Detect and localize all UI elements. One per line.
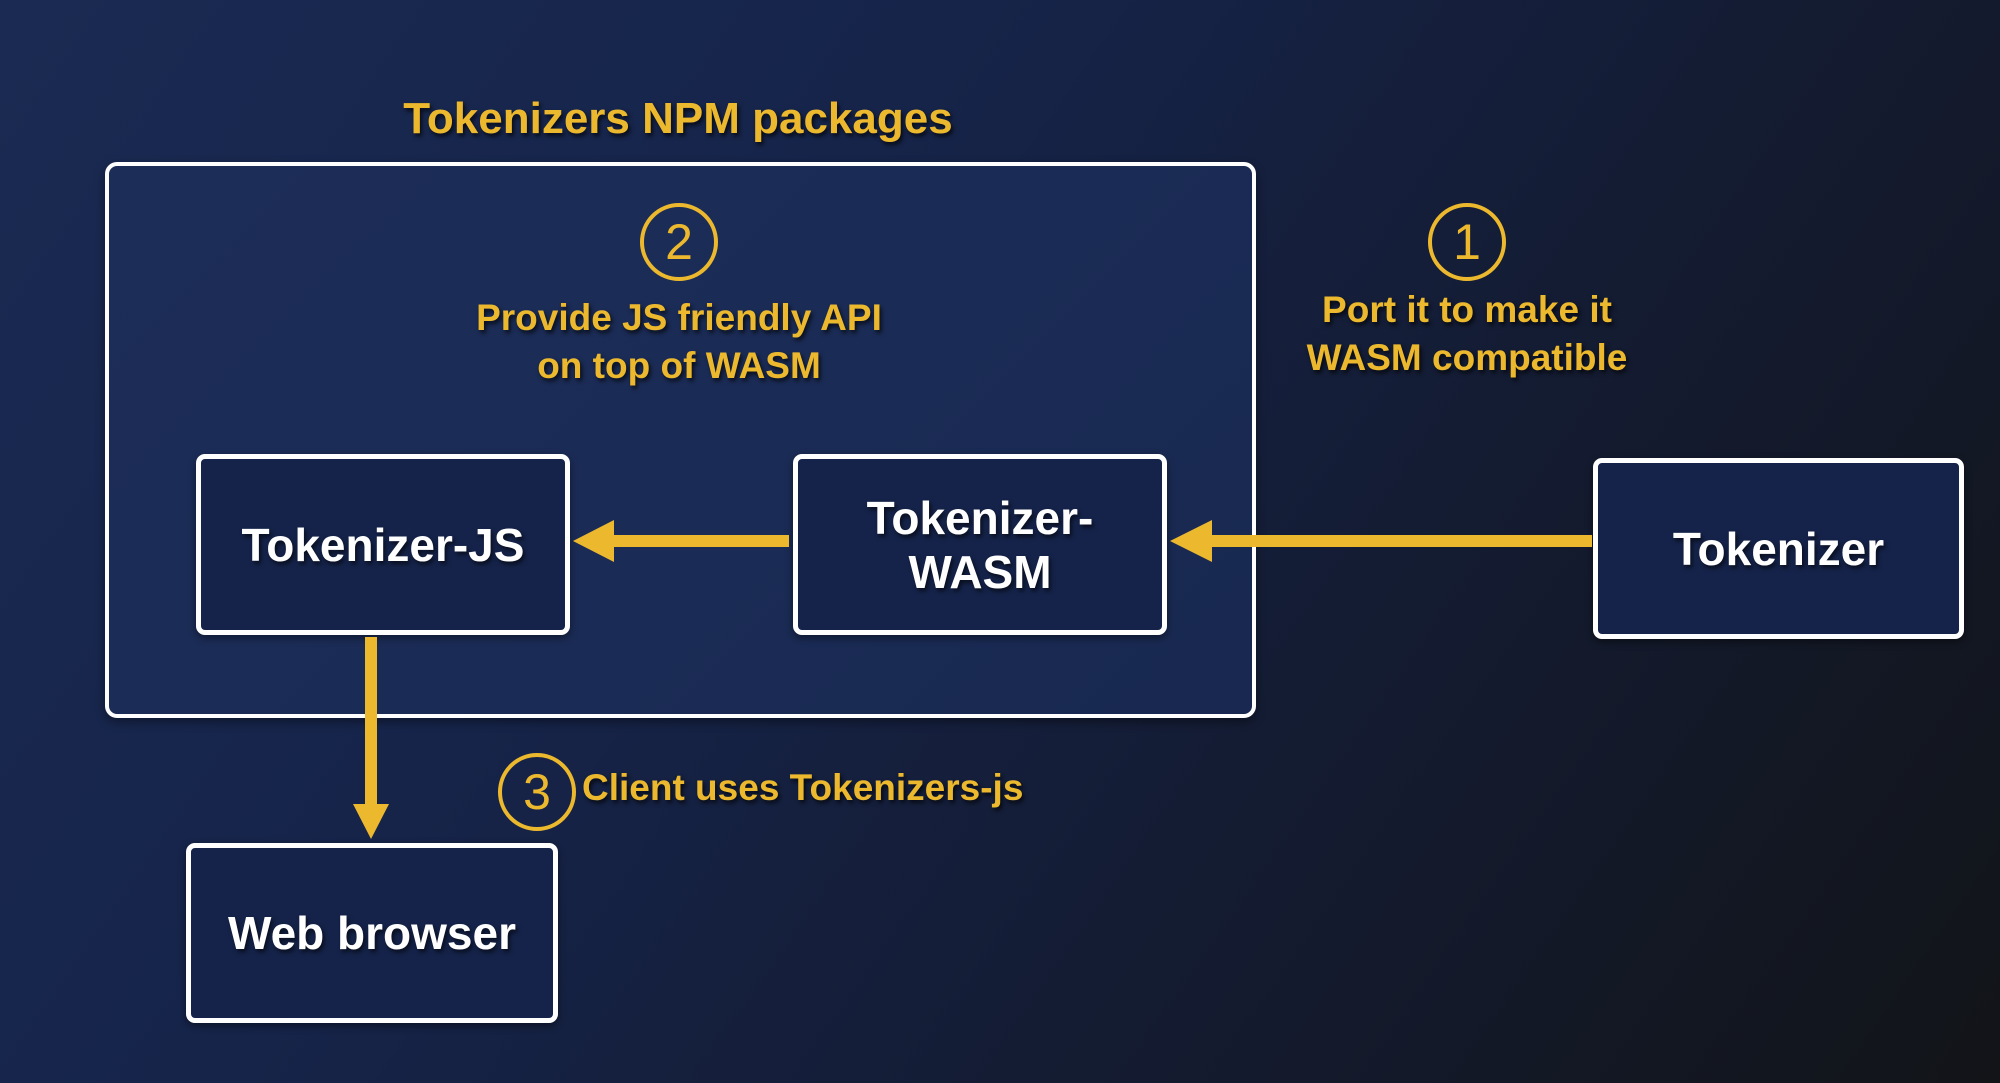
step-2-number: 2 bbox=[665, 214, 693, 270]
arrow-shaft bbox=[365, 637, 377, 807]
arrow-tokenizer-to-wasm bbox=[1170, 520, 1592, 562]
step-1-number: 1 bbox=[1453, 214, 1481, 270]
step-2-description: Provide JS friendly API on top of WASM bbox=[379, 294, 979, 390]
step-1-description: Port it to make it WASM compatible bbox=[1267, 286, 1667, 382]
diagram-title: Tokenizers NPM packages bbox=[403, 94, 953, 143]
step-2-line-1: Provide JS friendly API bbox=[476, 297, 882, 338]
arrow-wasm-to-js bbox=[573, 520, 789, 562]
tokenizer-node[interactable]: Tokenizer bbox=[1593, 458, 1964, 639]
arrow-head-icon bbox=[573, 520, 614, 562]
arrow-head-icon bbox=[1170, 520, 1212, 562]
arrow-head-icon bbox=[353, 804, 389, 839]
step-1-line-2: WASM compatible bbox=[1306, 337, 1628, 378]
arrow-shaft bbox=[612, 535, 789, 547]
web-browser-label: Web browser bbox=[228, 907, 516, 959]
tokenizer-label: Tokenizer bbox=[1672, 522, 1885, 575]
tokenizer-wasm-node[interactable]: Tokenizer- WASM bbox=[793, 454, 1167, 635]
tokenizer-js-label: Tokenizer-JS bbox=[241, 518, 525, 571]
step-2-line-2: on top of WASM bbox=[537, 345, 821, 386]
step-2-badge: 2 bbox=[640, 203, 718, 281]
tokenizer-js-node[interactable]: Tokenizer-JS bbox=[196, 454, 570, 635]
step-3-badge: 3 bbox=[498, 753, 576, 831]
web-browser-node[interactable]: Web browser bbox=[186, 843, 558, 1023]
tokenizer-wasm-label-line-1: Tokenizer- bbox=[866, 491, 1094, 544]
step-3-number: 3 bbox=[523, 764, 551, 820]
step-3-description: Client uses Tokenizers-js bbox=[582, 764, 1023, 812]
arrow-shaft bbox=[1210, 535, 1592, 547]
step-1-badge: 1 bbox=[1428, 203, 1506, 281]
step-1-line-1: Port it to make it bbox=[1322, 289, 1612, 330]
tokenizer-wasm-label-line-2: WASM bbox=[908, 545, 1052, 598]
step-3-line-1: Client uses Tokenizers-js bbox=[582, 767, 1024, 808]
arrow-js-to-browser bbox=[353, 637, 389, 839]
